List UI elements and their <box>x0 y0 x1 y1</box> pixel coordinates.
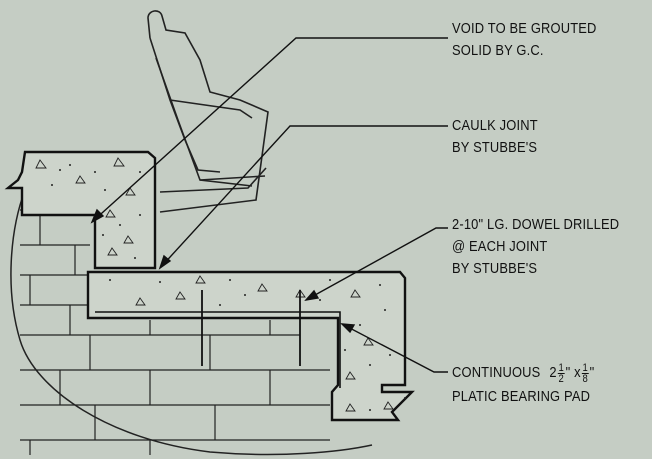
pad-frac1-den: 2 <box>558 372 564 385</box>
pad-mid: " x <box>565 364 581 381</box>
pad-frac2-den: 8 <box>582 372 588 385</box>
caulk-callout-line2: BY STUBBE'S <box>452 139 538 156</box>
brick-wall <box>20 175 330 455</box>
window-sill-frame <box>147 10 269 213</box>
pad-suffix: " <box>589 364 595 381</box>
pad-whole: 2 <box>549 364 557 381</box>
pad-prefix: CONTINUOUS <box>452 364 541 381</box>
void-callout: VOID TO BE GROUTED SOLID BY G.C. <box>452 18 597 62</box>
leader-lines <box>90 37 448 373</box>
pad-frac1-num: 1 <box>557 361 565 374</box>
void-callout-line1: VOID TO BE GROUTED <box>452 20 597 37</box>
caulk-callout-line1: CAULK JOINT <box>452 117 538 134</box>
void-callout-line2: SOLID BY G.C. <box>452 42 544 59</box>
pad-callout-line2: PLATIC BEARING PAD <box>452 388 591 405</box>
concrete-dots <box>51 164 406 411</box>
bearing-pad-line <box>95 311 341 388</box>
dowel-callout-line2: @ EACH JOINT <box>452 238 548 255</box>
pad-frac2-num: 1 <box>581 361 589 374</box>
upper-coping <box>4 150 157 270</box>
dowel-callout-line1: 2-10" LG. DOWEL DRILLED <box>452 216 620 233</box>
lower-sill <box>86 270 415 422</box>
caulk-callout: CAULK JOINT BY STUBBE'S <box>452 115 538 159</box>
section-break-outline <box>10 189 373 456</box>
dowels <box>201 290 301 366</box>
dowel-callout: 2-10" LG. DOWEL DRILLED @ EACH JOINT BY … <box>452 214 619 280</box>
dowel-callout-line3: BY STUBBE'S <box>452 260 538 277</box>
